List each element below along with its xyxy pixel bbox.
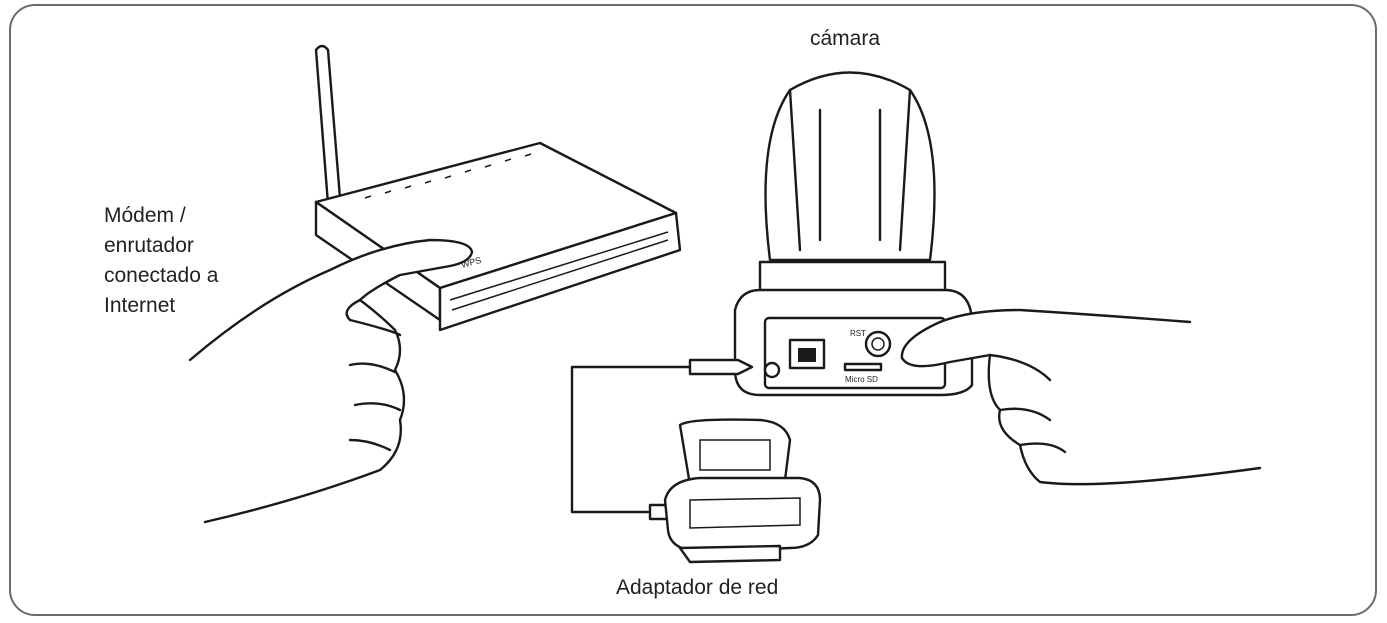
camera-reset-label: RST [850, 329, 866, 338]
router-label-line: Módem / [104, 204, 186, 227]
diagram-frame [9, 4, 1377, 616]
camera-label: cámara [810, 27, 881, 50]
camera-reset-button [864, 330, 892, 358]
router-antenna [314, 44, 342, 206]
right-hand [900, 308, 1262, 486]
router-label-line: conectado a [104, 264, 219, 287]
power-cable [570, 365, 740, 514]
camera-sd-label: Micro SD [845, 375, 878, 384]
camera: RST Micro SD [733, 71, 974, 397]
cable-plug [688, 358, 754, 376]
camera-power-jack [763, 361, 781, 379]
adapter-plug-top [678, 418, 792, 487]
camera-sd-slot [843, 362, 883, 372]
router-body-side [438, 211, 682, 332]
router-label-line: Internet [104, 294, 176, 317]
router-led-row [364, 153, 532, 199]
adapter-body [663, 476, 822, 554]
adapter-label: Adaptador de red [616, 576, 779, 599]
router-label: Módem / enrutador conectado a Internet [104, 201, 218, 321]
camera-head [764, 71, 936, 262]
power-adapter [663, 418, 822, 564]
router-label-line: enrutador [104, 234, 194, 257]
left-hand [188, 238, 474, 524]
